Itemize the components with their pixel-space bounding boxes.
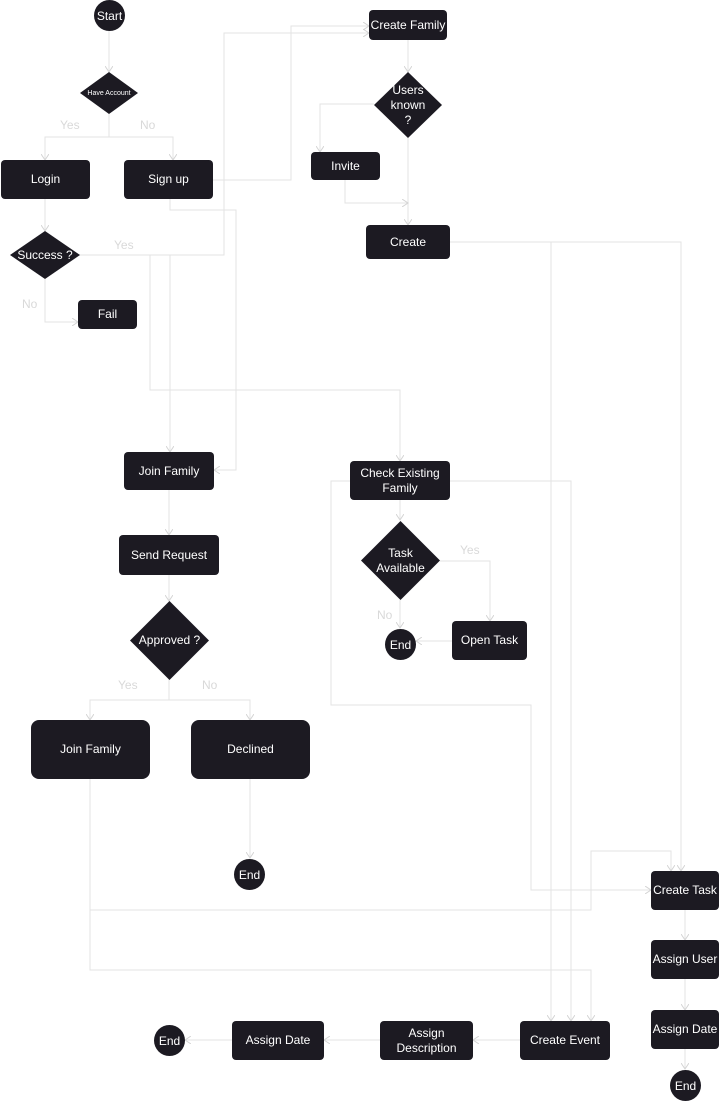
success-label: Success ? bbox=[17, 247, 73, 262]
have-account-decision: Have Account bbox=[80, 72, 138, 114]
edge-invite-create bbox=[344, 180, 408, 203]
send-request-node: Send Request bbox=[119, 535, 219, 575]
edge-success-checkexisting bbox=[149, 255, 400, 461]
edge-label-yes: Yes bbox=[460, 543, 480, 557]
create-event-node: Create Event bbox=[520, 1021, 610, 1060]
users-known-label: Users known ? bbox=[390, 82, 426, 127]
assign-description-node: Assign Description bbox=[380, 1021, 473, 1060]
open-task-node: Open Task bbox=[452, 621, 527, 660]
edge-signup-createfamily bbox=[213, 26, 369, 181]
sign-up-node: Sign up bbox=[124, 160, 213, 199]
fail-node: Fail bbox=[78, 300, 137, 329]
declined-node: Declined bbox=[191, 720, 310, 779]
success-decision: Success ? bbox=[10, 231, 80, 279]
approved-label: Approved ? bbox=[138, 633, 201, 647]
create-family-node: Create Family bbox=[369, 10, 447, 40]
edge-create-createevent bbox=[450, 241, 551, 1021]
edge-create-createtask bbox=[450, 241, 681, 871]
edge-task-yes-open bbox=[440, 560, 490, 621]
edge-signup-joinfamily bbox=[169, 199, 237, 470]
end-node: End bbox=[670, 1070, 701, 1101]
join-family-node: Join Family bbox=[31, 720, 150, 779]
check-existing-family-node: Check Existing Family bbox=[350, 461, 450, 500]
edge-success-no-fail bbox=[44, 279, 78, 322]
edge-label-yes: Yes bbox=[60, 118, 80, 132]
assign-user-node: Assign User bbox=[651, 940, 719, 979]
edge-label-no: No bbox=[140, 118, 156, 132]
edge-label-no: No bbox=[22, 297, 38, 311]
users-known-decision: Users known ? bbox=[374, 72, 442, 138]
edge-label-yes: Yes bbox=[114, 238, 134, 252]
create-task-node: Create Task bbox=[651, 871, 719, 910]
start-node: Start bbox=[94, 0, 125, 31]
edge-check-createevent bbox=[450, 480, 571, 1021]
assign-date-node: Assign Date bbox=[232, 1021, 324, 1060]
edge-approved-no-declined bbox=[168, 679, 250, 720]
edge-have-no-signup bbox=[108, 113, 173, 160]
approved-decision: Approved ? bbox=[130, 601, 209, 680]
create-node: Create bbox=[366, 225, 450, 259]
end-node: End bbox=[385, 629, 416, 660]
invite-node: Invite bbox=[311, 152, 380, 180]
have-account-label: Have Account bbox=[87, 89, 131, 97]
end-node: End bbox=[234, 859, 265, 890]
edge-label-no: No bbox=[202, 678, 218, 692]
edge-success-yes-createfamily bbox=[78, 33, 369, 256]
edge-check-createtask bbox=[330, 480, 651, 890]
edge-label-yes: Yes bbox=[118, 678, 138, 692]
login-node: Login bbox=[1, 160, 90, 199]
end-node: End bbox=[154, 1025, 185, 1056]
task-available-decision: Task Available bbox=[361, 521, 440, 600]
edge-join2-createevent bbox=[89, 779, 591, 1021]
edge-label-no: No bbox=[377, 608, 393, 622]
assign-date-node: Assign Date bbox=[651, 1010, 719, 1049]
join-family-node: Join Family bbox=[124, 452, 214, 490]
task-available-label: Task Available bbox=[376, 545, 425, 575]
edge-users-invite bbox=[320, 103, 374, 152]
